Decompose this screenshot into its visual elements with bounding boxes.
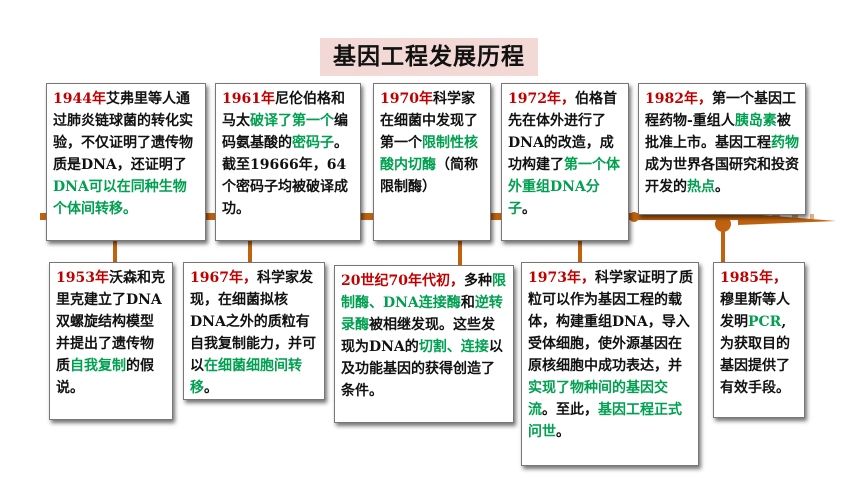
event-highlight: DNA可以在同种生物个体间转移。 [53, 179, 187, 217]
event-year: 1961年 [222, 91, 275, 107]
event-text: 和 [460, 295, 475, 311]
event-text: 多种 [463, 273, 492, 289]
event-highlight: 基因工程正式问世 [528, 402, 682, 440]
event-highlight: 切割、连接 [418, 339, 489, 355]
event-text: 。 [522, 201, 536, 217]
event-card-1944: 1944年艾弗里等人通过肺炎链球菌的转化实验，不仅证明了遗传物质是DNA，还证明… [46, 83, 206, 241]
timeline-arrow-taper [738, 213, 836, 225]
event-year: 1985年， [720, 270, 787, 286]
event-card-1970: 1970年科学家在细菌中发现了第一个限制性核酸内切酶（简称限制酶） [373, 83, 491, 241]
event-card-1967: 1967年，科学家发现，在细菌拟核DNA之外的质粒有自我复制能力，并可以在细菌细… [183, 262, 325, 400]
event-highlight: 破译了第一个 [250, 113, 334, 129]
event-year: 1967年， [190, 270, 257, 286]
event-card-1970s: 20世纪70年代初，多种限制酶、DNA连接酶和逆转录酶被相继发现。这些发现为DN… [334, 265, 514, 423]
event-card-1985: 1985年， 穆里斯等人发明PCR,为获取目的基因提供了有效手段。 [713, 262, 805, 418]
event-highlight: 限制酶、DNA连接酶 [341, 273, 506, 311]
event-text: 科学家在细菌中发现了第一个 [380, 91, 478, 151]
event-text: 伯格首先在体外进行了DNA的改造，成功构建了 [508, 91, 617, 173]
event-text: 。至此， [542, 402, 598, 418]
event-highlight: 实现了物种间的基因交流 [528, 380, 668, 418]
event-highlight: 密码子 [292, 135, 334, 151]
event-highlight: PCR [748, 314, 782, 330]
event-text: 。 [715, 179, 729, 195]
event-highlight: 自我复制 [70, 358, 126, 374]
event-text: 沃森和克里克建立了DNA双螺旋结构模型并提出了遗传物质 [56, 270, 165, 374]
event-card-1961: 1961年尼伦伯格和马太破译了第一个编码氨基酸的密码子。截至19666年，64个… [215, 83, 361, 241]
event-highlight: 药物 [771, 135, 799, 151]
event-text: 第一个基因工程药物-重组人 [645, 91, 796, 129]
timeline-dot [715, 216, 731, 232]
event-text: 成为世界各国研究和投资开发的 [645, 157, 799, 195]
event-text: 被批准上市。基因工程 [645, 113, 791, 151]
event-year: 1973年， [528, 270, 595, 286]
event-card-1982: 1982年，第一个基因工程药物-重组人胰岛素被批准上市。基因工程药物成为世界各国… [638, 83, 806, 215]
event-text: 科学家发现，在细菌拟核DNA之外的质粒有自我复制能力，并可以 [190, 270, 316, 374]
event-card-1953: 1953年沃森和克里克建立了DNA双螺旋结构模型并提出了遗传物质自我复制的假说。 [49, 262, 173, 420]
event-highlight: 第一个体外重组DNA分子 [508, 157, 620, 217]
event-card-1972: 1972年，伯格首先在体外进行了DNA的改造，成功构建了第一个体外重组DNA分子… [501, 83, 629, 241]
event-text: 艾弗里等人通过肺炎链球菌的转化实验，不仅证明了遗传物质是DNA，还证明了 [53, 91, 193, 173]
event-highlight: 热点 [687, 179, 715, 195]
event-card-1973: 1973年，科学家证明了质粒可以作为基因工程的载体，构建重组DNA，导入受体细胞… [521, 262, 699, 466]
event-text: （简称限制酶） [380, 157, 478, 195]
event-year: 1982年， [645, 91, 712, 107]
event-text: ,为获取目的基因提供了有效手段。 [720, 314, 790, 396]
event-highlight: 胰岛素 [734, 113, 777, 129]
event-text: 。 [204, 380, 218, 396]
event-text: 。截至19666年，64个密码子均被破译成功。 [222, 135, 348, 217]
event-text: 科学家证明了质粒可以作为基因工程的载体，构建重组DNA，导入受体细胞，使外源基因… [528, 270, 693, 374]
event-year: 1972年， [508, 91, 575, 107]
event-year: 20世纪70年代初， [341, 273, 464, 289]
event-highlight: 在细菌细胞间转移 [190, 358, 302, 396]
event-year: 1953年 [56, 270, 109, 286]
event-text: 以及功能基因的获得创造了条件。 [341, 339, 503, 399]
event-highlight: 限制性核酸内切酶 [380, 135, 478, 173]
event-year: 1944年 [53, 91, 106, 107]
event-year: 1970年 [380, 91, 433, 107]
event-highlight: 逆转录酶 [341, 295, 503, 333]
event-text: 被相继发现。这些发现为DNA的 [341, 317, 495, 355]
event-text: 编码氨基酸的 [222, 113, 348, 151]
page-title: 基因工程发展历程 [320, 38, 538, 76]
event-text: 穆里斯等人发明 [720, 292, 790, 330]
event-text: 的假说。 [56, 358, 154, 396]
event-text: 。 [556, 424, 570, 440]
event-text: 尼伦伯格和马太 [222, 91, 345, 129]
